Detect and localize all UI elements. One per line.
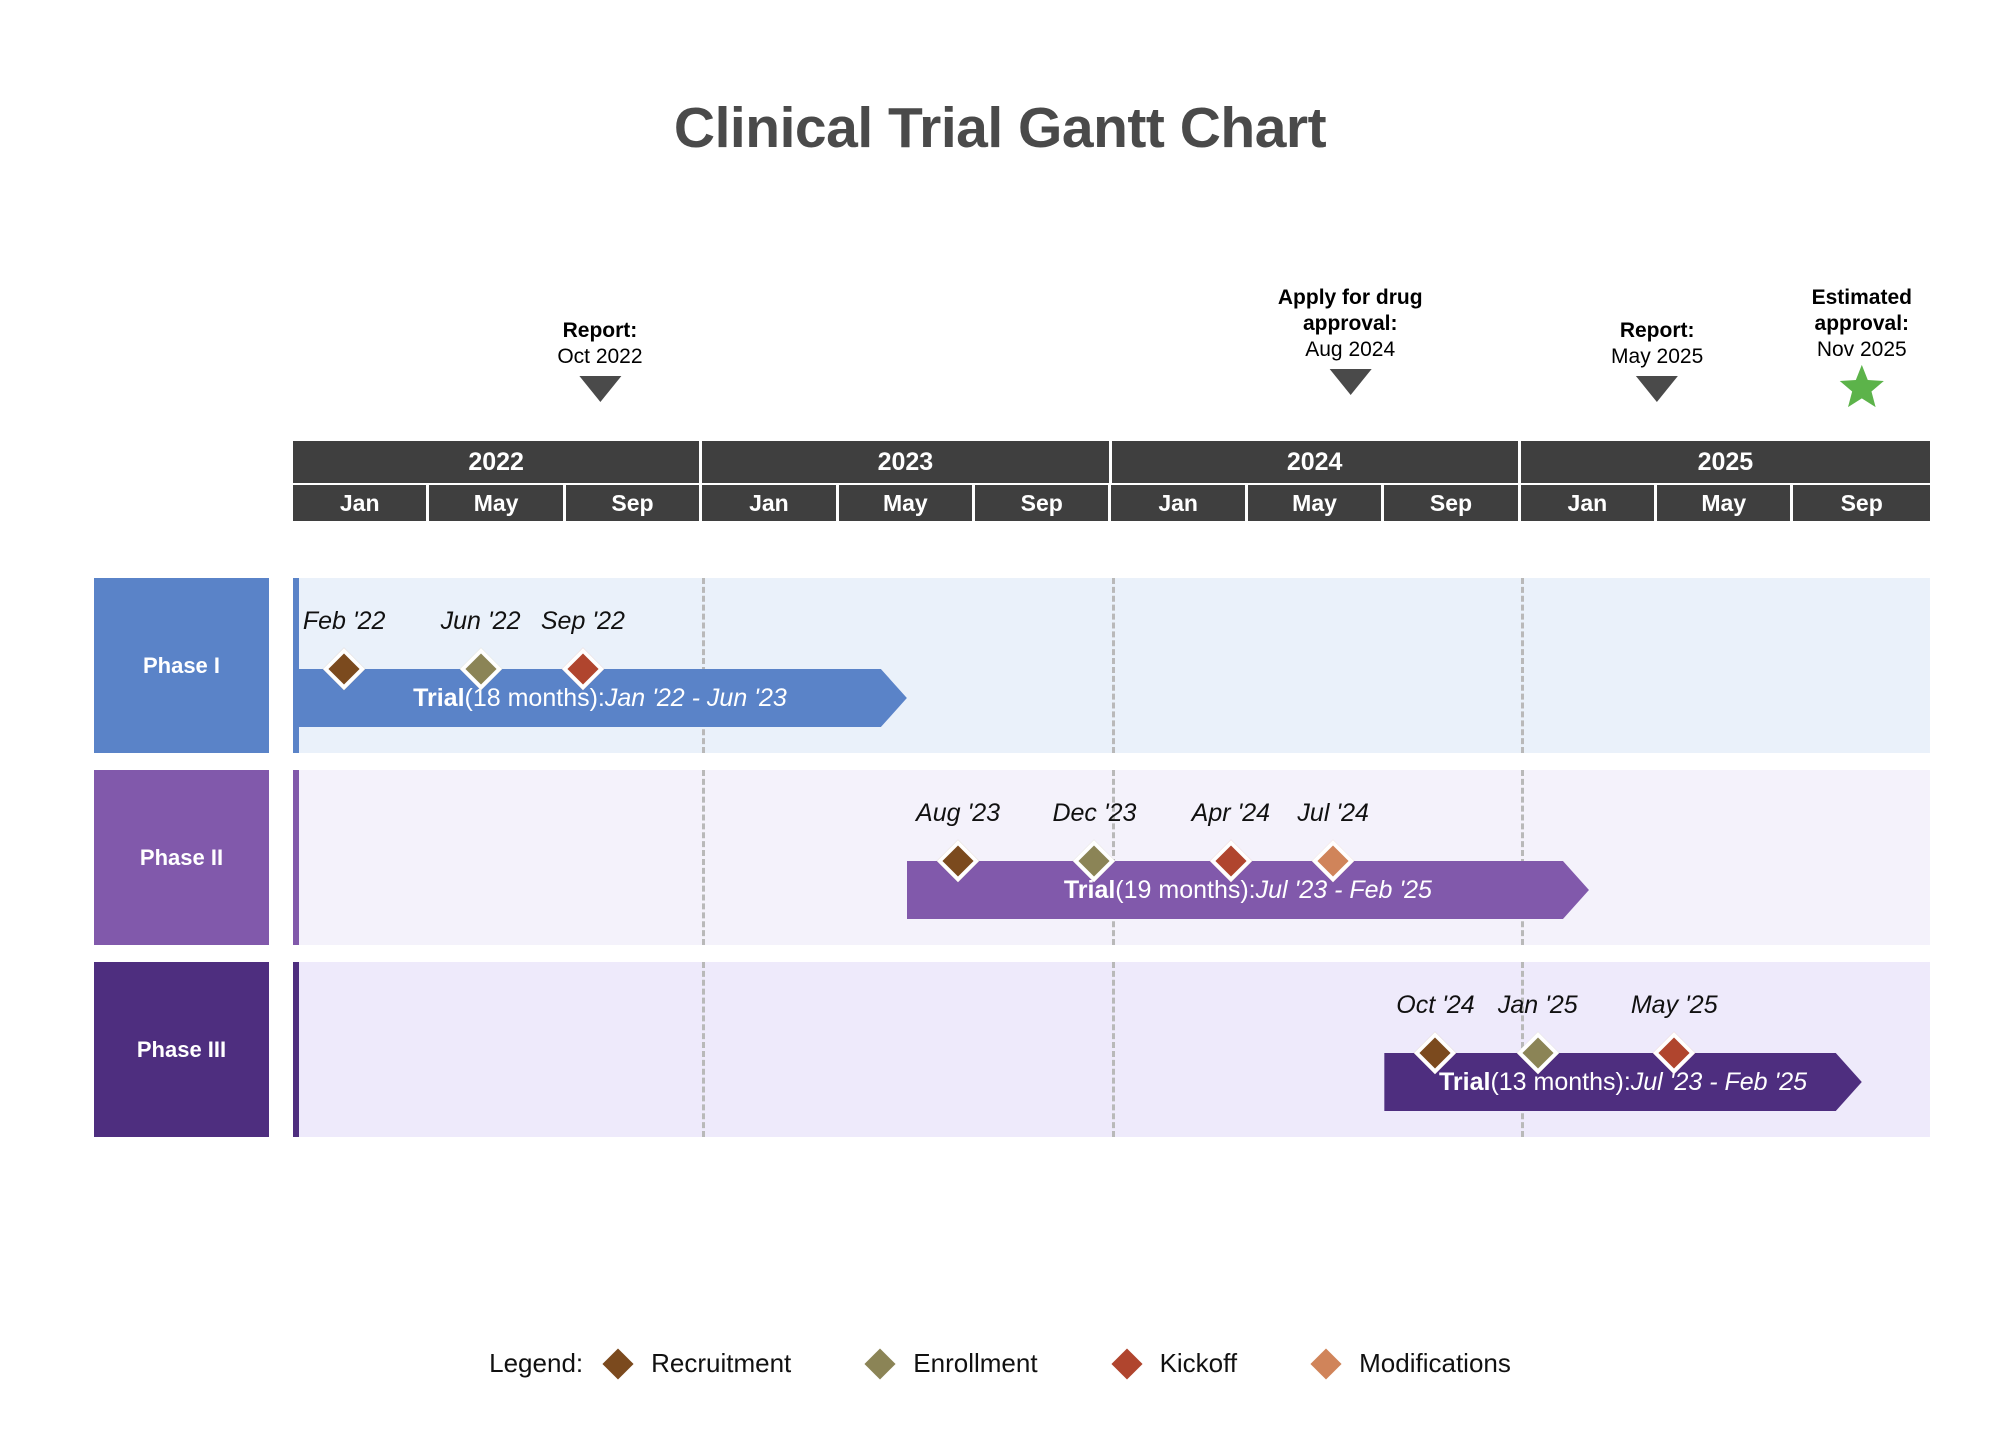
event-label: Jul '24 [1297,799,1369,827]
gantt-bar-1[interactable]: Trial (18 months): Jan '22 - Jun '23 [293,669,907,727]
timeline-year-2023: 2023 [702,441,1112,483]
milestone-label: Apply for drug approval: [1277,286,1423,335]
bar-title: Trial [413,683,465,712]
phase-track-2: Trial (19 months): Jul '23 - Feb '25 Aug … [293,770,1930,945]
row-axis-line [293,962,299,1137]
legend-item-enrollment[interactable]: Enrollment [864,1347,1038,1380]
row-axis-line [293,770,299,945]
bar-title: Trial [1439,1067,1491,1096]
legend-item-label: Kickoff [1159,1348,1238,1378]
legend-item-label: Enrollment [913,1348,1038,1378]
page-title: Clinical Trial Gantt Chart [673,96,1327,160]
legend-items: Recruitment Enrollment Kickoff Modification… [602,1347,1511,1380]
gridline-2023 [702,578,706,753]
gridline-2023 [702,770,706,945]
triangle-down-icon [1329,369,1372,395]
timeline-month-sep-2024: Sep [1384,485,1521,521]
phase-label-2[interactable]: Phase II [94,770,269,945]
milestone-3: Report: May 2025 [1611,318,1703,402]
gridline-2025 [1520,770,1524,945]
legend: Legend: Recruitment Enrollment Kickoff Modi… [0,1347,2000,1380]
legend-item-label: Modifications [1359,1348,1511,1378]
legend-item-label: Recruitment [651,1348,792,1378]
phase-label-3[interactable]: Phase III [94,962,269,1137]
timeline-month-sep-2023: Sep [975,485,1112,521]
timeline-month-jan-2025: Jan [1520,485,1658,521]
timeline-month-sep-2022: Sep [565,485,703,521]
gantt-bar-3[interactable]: Trial (13 months): Jul '23 - Feb '25 [1384,1053,1861,1111]
timeline-month-may-2025: May [1657,485,1794,521]
event-label: Jan '25 [1497,991,1578,1019]
event-label: Apr '24 [1191,799,1271,827]
milestone-label: Estimated approval: [1811,286,1912,335]
legend-item-modifications[interactable]: Modifications [1310,1347,1511,1380]
milestone-date: Oct 2022 [557,345,643,368]
gridline-2024 [1111,578,1115,753]
milestone-label: Report: [1619,319,1695,342]
event-label: Sep '22 [540,607,625,635]
gridline-2024 [1111,770,1115,945]
phase-track-3: Trial (13 months): Jul '23 - Feb '25 Oct … [293,962,1930,1137]
bar-daterange: Jul '23 - Feb '25 [1630,1067,1808,1096]
timeline-month-may-2023: May [838,485,976,521]
event-label: Oct '24 [1396,991,1475,1019]
legend-diamond-icon [1310,1347,1342,1380]
milestone-label: Report: [562,319,638,342]
timeline-month-sep-2025: Sep [1793,485,1930,521]
bar-title: Trial [1063,875,1116,904]
bar-daterange: Jan '22 - Jun '23 [604,683,787,712]
event-label: Feb '22 [302,607,386,635]
star-icon [1839,364,1884,408]
gridline-2025 [1520,578,1524,753]
timeline-month-may-2022: May [429,485,566,521]
triangle-down-icon [578,376,621,402]
gantt-bar-2[interactable]: Trial (19 months): Jul '23 - Feb '25 [907,861,1589,919]
milestone-date: May 2025 [1611,345,1704,368]
timeline-month-jan-2022: Jan [293,485,430,521]
gridline-2023 [702,962,706,1137]
legend-item-recruitment[interactable]: Recruitment [602,1347,792,1380]
legend-diamond-icon [1111,1347,1143,1380]
timeline-month-jan-2023: Jan [702,485,839,521]
bar-daterange: Jul '23 - Feb '25 [1255,875,1432,904]
timeline-year-2025: 2025 [1520,441,1930,483]
bar-duration: (13 months): [1490,1067,1631,1096]
bar-duration: (19 months): [1115,875,1256,904]
gridline-2024 [1111,962,1115,1137]
timeline-month-jan-2024: Jan [1111,485,1248,521]
phase-label-1[interactable]: Phase I [94,578,269,753]
event-label: Jun '22 [440,607,521,635]
milestone-date: Aug 2024 [1305,338,1396,361]
timeline-month-may-2024: May [1247,485,1385,521]
event-label: Aug '23 [916,799,1001,827]
event-label: Dec '23 [1052,799,1137,827]
legend-item-kickoff[interactable]: Kickoff [1111,1347,1238,1380]
event-label: May '25 [1630,991,1718,1019]
triangle-down-icon [1636,376,1679,402]
row-axis-line [293,578,299,753]
phase-track-1: Trial (18 months): Jan '22 - Jun '23 Feb … [293,578,1930,753]
milestone-1: Report: Oct 2022 [557,318,643,402]
milestone-date: Nov 2025 [1816,338,1907,361]
milestone-2: Apply for drug approval: Aug 2024 [1278,285,1423,395]
timeline-year-2022: 2022 [293,441,703,483]
legend-diamond-icon [864,1347,896,1380]
legend-title: Legend: [489,1348,584,1378]
milestone-4: Estimated approval: Nov 2025 [1812,285,1912,414]
legend-diamond-icon [602,1347,634,1380]
timeline-year-2024: 2024 [1111,441,1521,483]
